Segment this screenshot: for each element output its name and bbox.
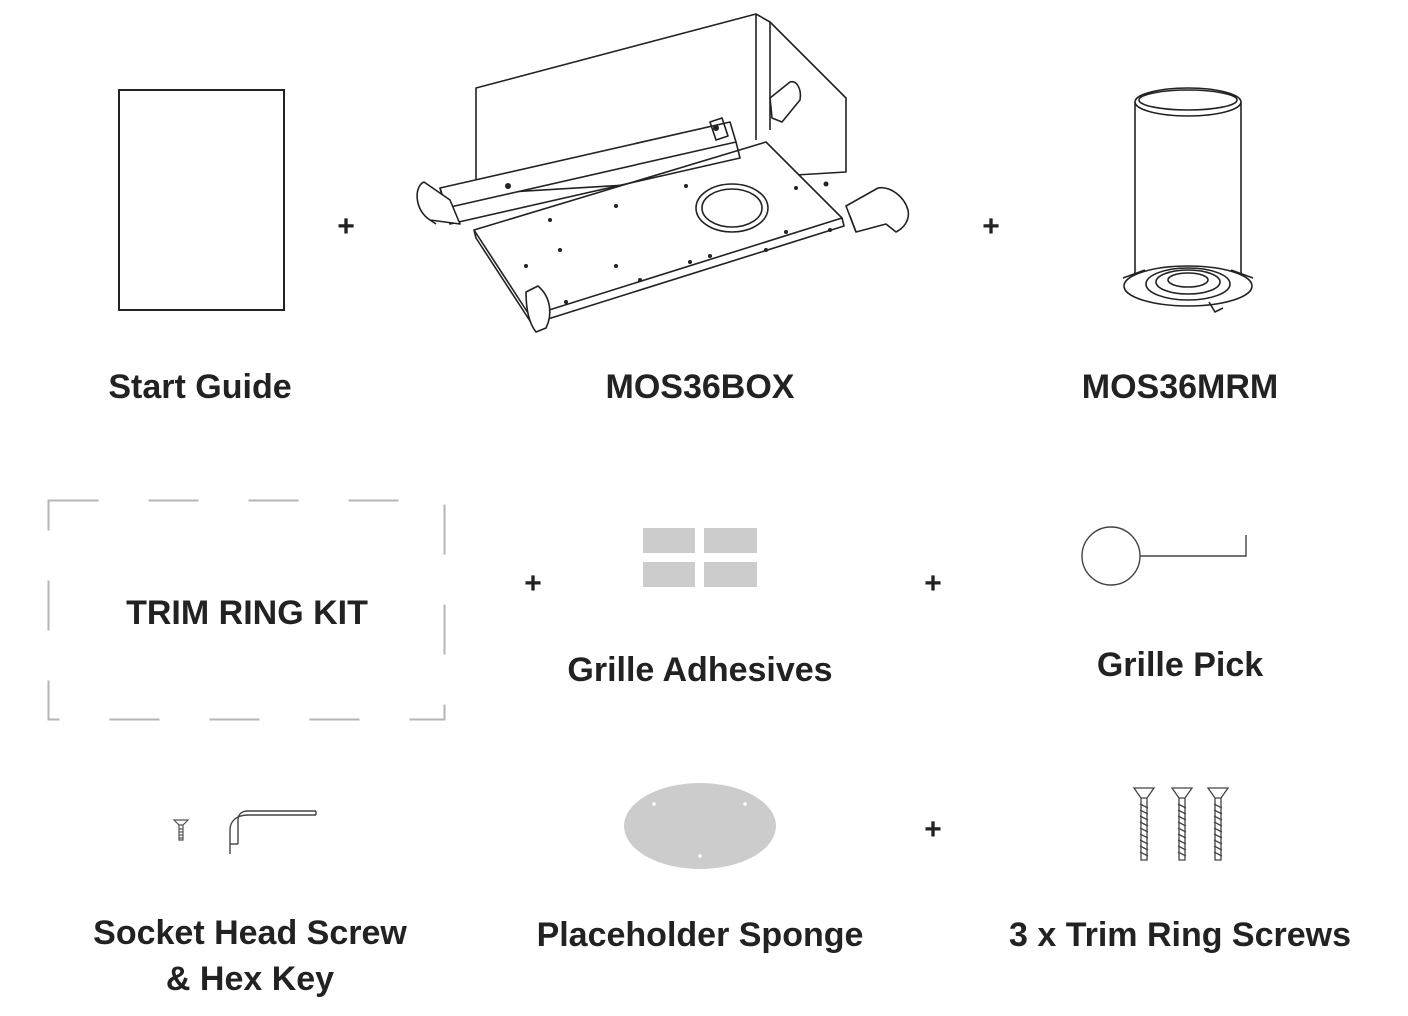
plus-sign: + [924, 813, 942, 846]
trim-ring-screws-icon [1132, 787, 1230, 861]
trim-ring-screws-label: 3 x Trim Ring Screws [1008, 916, 1352, 954]
socket-screw-hex-key-label-line1: Socket Head Screw [93, 914, 407, 952]
plus-sign: + [982, 210, 1000, 243]
grille-pick-label: Grille Pick [1096, 646, 1264, 684]
plus-sign: + [924, 567, 942, 600]
plus-sign: + [337, 210, 355, 243]
grille-adhesive-pads-icon [643, 528, 757, 587]
hex-key-icon [229, 810, 317, 854]
backbox-label: MOS36BOX [605, 368, 795, 406]
trim-ring-kit-label: TRIM RING KIT [126, 594, 368, 632]
socket-screw-hex-key-label-line2: & Hex Key [165, 960, 335, 998]
plus-sign: + [524, 567, 542, 600]
start-guide-label: Start Guide [108, 368, 292, 406]
grille-adhesives-label: Grille Adhesives [567, 651, 833, 689]
placeholder-sponge-icon [624, 783, 776, 869]
placeholder-sponge-label: Placeholder Sponge [536, 916, 864, 954]
mounting-ring-module-illustration [1122, 87, 1254, 314]
grille-pick-icon [1081, 526, 1247, 586]
trim-ring-kit-dashed-frame [47, 499, 446, 721]
mounting-ring-module-label: MOS36MRM [1081, 368, 1279, 406]
start-guide-booklet [118, 89, 285, 311]
socket-head-screw-icon [172, 819, 190, 841]
backbox-illustration [416, 13, 910, 333]
